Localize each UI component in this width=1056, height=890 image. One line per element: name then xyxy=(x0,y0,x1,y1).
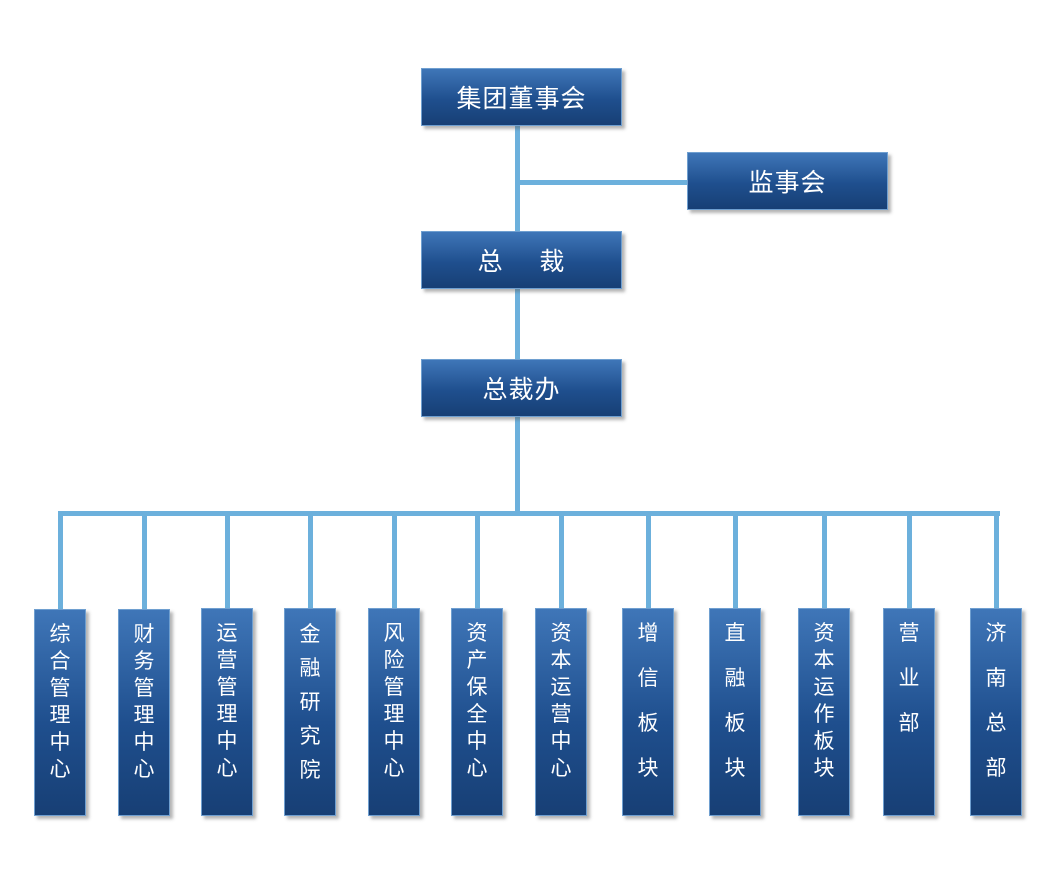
connector-bus xyxy=(58,511,1000,516)
department-label: 资本运营中心 xyxy=(550,621,572,780)
department-box: 运营管理中心 xyxy=(201,608,253,816)
connector-drop xyxy=(994,513,999,610)
department-label: 资本运作板块 xyxy=(813,621,835,780)
department-label: 运营管理中心 xyxy=(216,621,238,780)
connector-drop xyxy=(308,513,313,610)
connector-supervisors xyxy=(517,180,688,185)
department-box: 济南总部 xyxy=(970,608,1022,816)
connector-drop xyxy=(559,513,564,610)
connector-drop xyxy=(142,513,147,611)
department-box: 直融板块 xyxy=(709,608,761,816)
department-box: 财务管理中心 xyxy=(118,609,170,816)
connector-president-office xyxy=(515,288,520,360)
president-office-box: 总裁办 xyxy=(421,359,622,417)
department-box: 资本运作板块 xyxy=(798,608,850,816)
department-label: 综合管理中心 xyxy=(49,622,71,781)
board-label: 集团董事会 xyxy=(456,84,587,113)
department-box: 综合管理中心 xyxy=(34,609,86,816)
connector-drop xyxy=(392,513,397,610)
department-box: 金融研究院 xyxy=(284,608,336,816)
supervisors-box: 监事会 xyxy=(687,152,888,210)
connector-board-president xyxy=(515,126,520,232)
department-box: 风险管理中心 xyxy=(368,608,420,816)
president-label: 总 裁 xyxy=(477,247,566,276)
department-label: 直融板块 xyxy=(724,621,746,780)
connector-drop xyxy=(58,513,63,611)
department-label: 增信板块 xyxy=(637,621,659,780)
department-box: 资产保全中心 xyxy=(451,608,503,816)
president-office-label: 总裁办 xyxy=(482,375,561,404)
connector-drop xyxy=(646,513,651,610)
department-box: 增信板块 xyxy=(622,608,674,816)
board-box: 集团董事会 xyxy=(421,68,622,126)
connector-drop xyxy=(733,513,738,610)
connector-drop xyxy=(225,513,230,610)
department-label: 财务管理中心 xyxy=(133,622,155,781)
department-label: 风险管理中心 xyxy=(383,621,405,780)
connector-drop xyxy=(475,513,480,610)
department-label: 资产保全中心 xyxy=(466,621,488,780)
department-label: 金融研究院 xyxy=(299,621,321,782)
connector-office-bus xyxy=(515,417,520,513)
connector-drop xyxy=(822,513,827,610)
supervisors-label: 监事会 xyxy=(748,168,827,197)
connector-drop xyxy=(907,513,912,610)
department-label: 营业部 xyxy=(898,621,920,735)
department-box: 营业部 xyxy=(883,608,935,816)
president-box: 总 裁 xyxy=(421,231,622,289)
department-box: 资本运营中心 xyxy=(535,608,587,816)
department-label: 济南总部 xyxy=(985,621,1007,780)
